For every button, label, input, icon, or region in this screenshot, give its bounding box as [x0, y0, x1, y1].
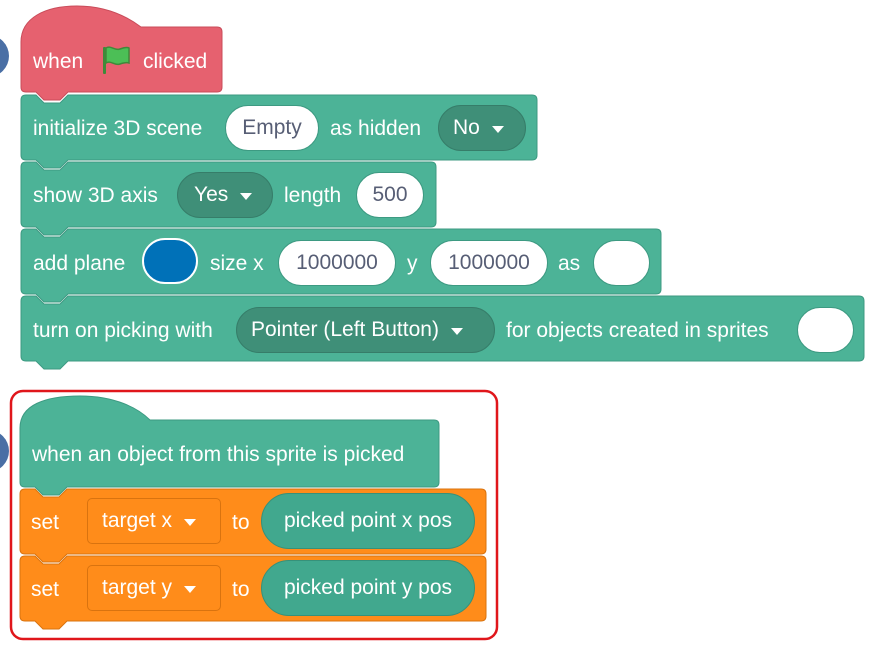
to-y-label: to	[232, 578, 250, 601]
plane-label: add plane	[33, 252, 126, 275]
plane-name-input[interactable]	[593, 240, 650, 286]
hidden-dropdown[interactable]: No	[438, 105, 526, 151]
edge-circle-top	[0, 38, 9, 74]
y-label: y	[407, 252, 418, 275]
variable-y-value: target y	[102, 576, 173, 599]
picking-mode-value: Pointer (Left Button)	[251, 318, 439, 341]
chevron-down-icon	[184, 585, 197, 593]
size-x-label: size x	[210, 252, 264, 275]
axis-dropdown-value: Yes	[194, 183, 229, 206]
hidden-dropdown-value: No	[453, 116, 480, 139]
scene-input[interactable]: Empty	[225, 105, 319, 151]
picked-x-reporter[interactable]: picked point x pos	[261, 493, 475, 549]
picked-hat-label: when an object from this sprite is picke…	[32, 443, 405, 466]
length-label: length	[284, 184, 342, 207]
length-input[interactable]: 500	[356, 172, 424, 218]
edge-circle-bottom	[0, 433, 9, 469]
chevron-down-icon	[491, 125, 504, 133]
size-x-input[interactable]: 1000000	[278, 240, 396, 286]
init-label: initialize 3D scene	[33, 117, 203, 140]
picking-mode-dropdown[interactable]: Pointer (Left Button)	[236, 307, 495, 353]
as-hidden-label: as hidden	[330, 117, 422, 140]
picking-suffix-label: for objects created in sprites	[506, 319, 769, 342]
chevron-down-icon	[184, 518, 197, 526]
size-y-input[interactable]: 1000000	[430, 240, 548, 286]
chevron-down-icon	[240, 192, 253, 200]
when-label: when	[33, 50, 84, 73]
axis-dropdown[interactable]: Yes	[177, 172, 273, 218]
chevron-down-icon	[450, 327, 463, 335]
clicked-label: clicked	[143, 50, 208, 73]
picking-label: turn on picking with	[33, 319, 213, 342]
as-label: as	[558, 252, 581, 275]
set-x-label: set	[31, 511, 60, 534]
block-hat-picked	[19, 395, 440, 496]
highlight-box	[9, 389, 499, 641]
variable-dropdown-x[interactable]: target x	[87, 498, 221, 544]
picking-sprite-input[interactable]	[797, 307, 854, 353]
plane-color-swatch[interactable]	[142, 238, 198, 284]
picked-y-reporter[interactable]: picked point y pos	[261, 560, 475, 616]
axis-label: show 3D axis	[33, 184, 158, 207]
variable-x-value: target x	[102, 509, 173, 532]
green-flag-icon[interactable]	[100, 44, 132, 76]
variable-dropdown-y[interactable]: target y	[87, 565, 221, 611]
set-y-label: set	[31, 578, 60, 601]
to-x-label: to	[232, 511, 250, 534]
